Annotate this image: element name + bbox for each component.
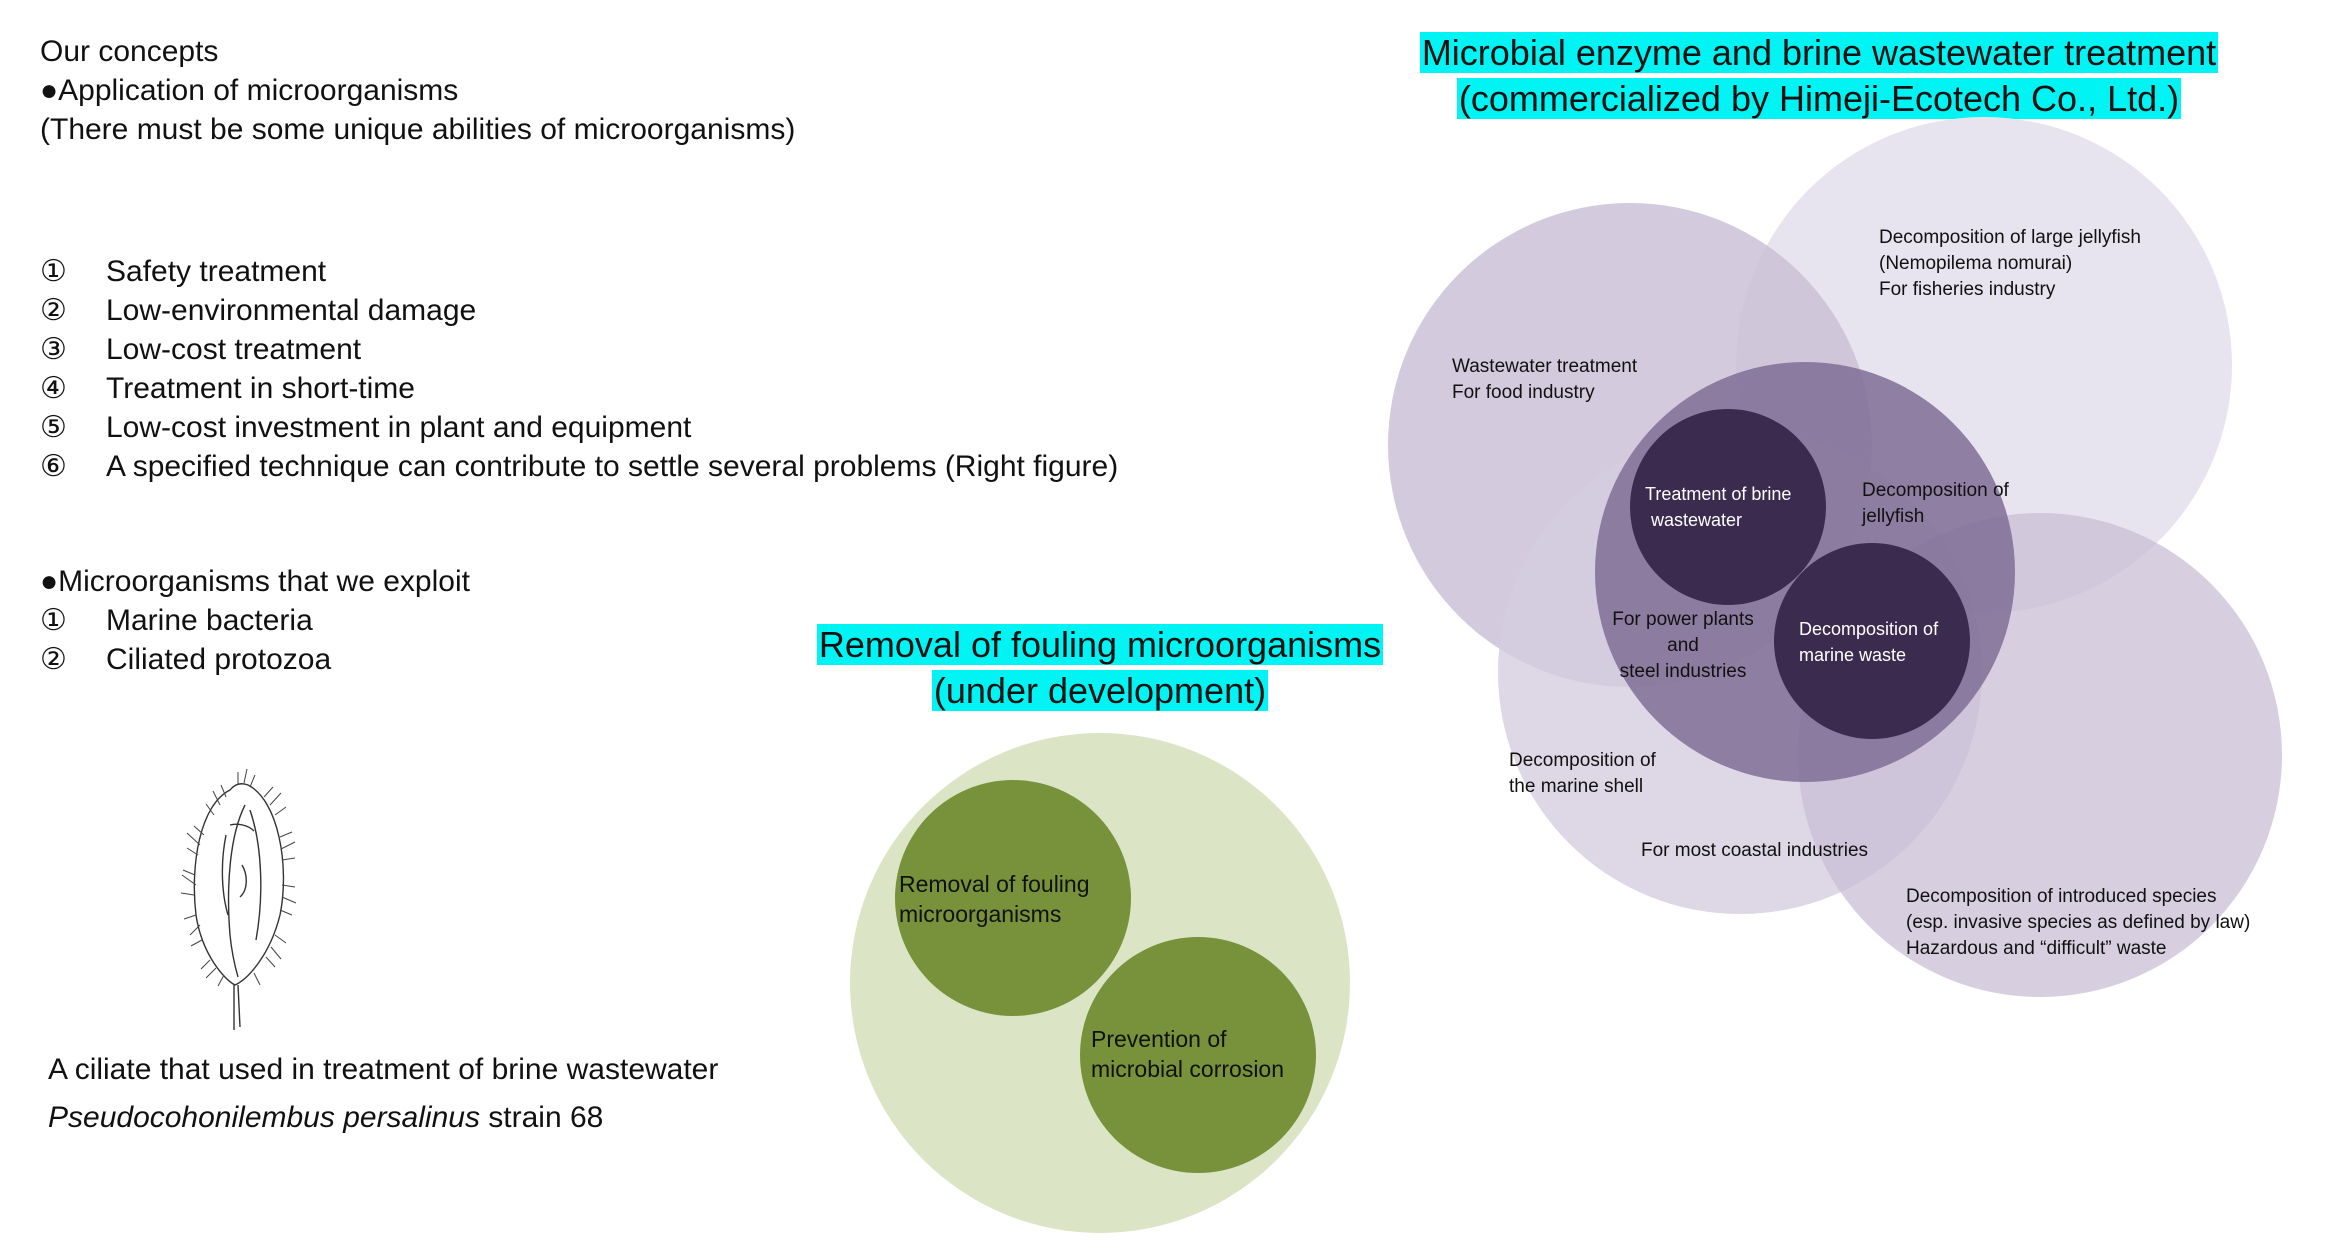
venn-heading-line1: Microbial enzyme and brine wastewater tr… bbox=[1419, 32, 2219, 73]
fouling-heading-line2: (under development) bbox=[931, 670, 1269, 711]
microorganisms-heading: ●Microorganisms that we exploit bbox=[40, 565, 470, 598]
application-heading: ●Application of microorganisms bbox=[40, 74, 459, 107]
fouling-heading-line1: Removal of fouling microorganisms bbox=[816, 624, 1384, 665]
caption-species: Pseudocohonilembus persalinus strain 68 bbox=[48, 1094, 603, 1142]
species-name: Pseudocohonilembus persalinus bbox=[48, 1101, 480, 1134]
fouling-heading: Removal of fouling microorganisms (under… bbox=[800, 622, 1400, 714]
venn-circle-brine bbox=[1630, 409, 1826, 605]
venn-heading-line2: (commercialized by Himeji-Ecotech Co., L… bbox=[1456, 78, 2182, 119]
fouling-circle-prevention bbox=[1080, 937, 1316, 1173]
label-coastal: For most coastal industries bbox=[1641, 840, 1869, 861]
ciliate-illustration bbox=[180, 768, 297, 1030]
fouling-circle-removal bbox=[895, 780, 1131, 1016]
venn-circle-marine-waste bbox=[1774, 543, 1970, 739]
application-note: (There must be some unique abilities of … bbox=[40, 113, 796, 146]
venn-heading: Microbial enzyme and brine wastewater tr… bbox=[1404, 30, 2234, 122]
strain-label: strain 68 bbox=[479, 1101, 604, 1134]
label-jellyfish-large: Decomposition of large jellyfish(Nemopil… bbox=[1879, 227, 2141, 300]
concepts-title: Our concepts bbox=[40, 35, 219, 68]
caption-line1: A ciliate that used in treatment of brin… bbox=[48, 1053, 719, 1086]
label-introduced: Decomposition of introduced species(esp.… bbox=[1906, 886, 2251, 959]
